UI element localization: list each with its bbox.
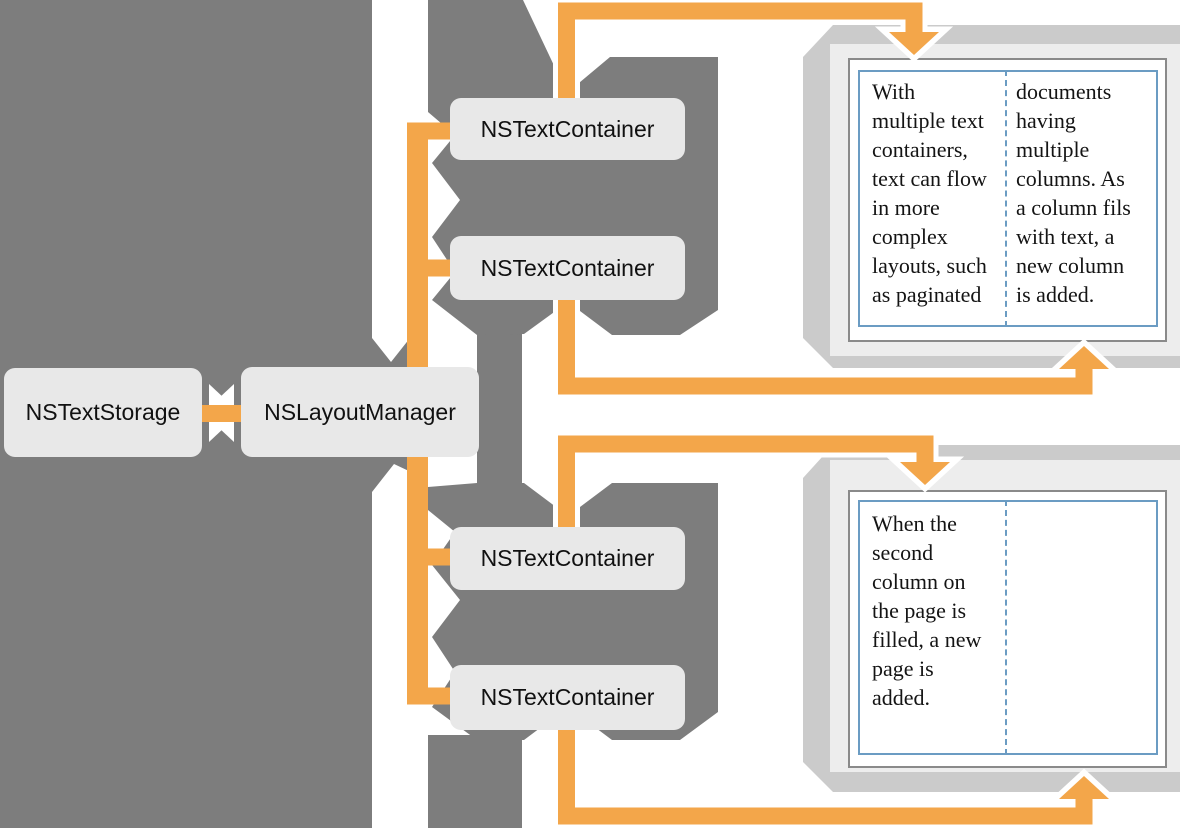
- node-label: NSTextContainer: [480, 254, 655, 281]
- flow-arrow-page-to-container2: [558, 298, 1093, 395]
- arrow-up-icon: [1059, 776, 1109, 799]
- flow-arrow-container3-to-page: [558, 435, 934, 529]
- flow-arrow-page-to-container4: [558, 728, 1093, 825]
- node-nstextcontainer-1: NSTextContainer: [450, 98, 685, 160]
- flow-arrow-casing: [553, 728, 1098, 828]
- arrow-down-icon: [889, 32, 939, 55]
- page-column-text: With multiple text containers, text can …: [872, 79, 987, 307]
- page-column-text: When the second column on the page is fi…: [872, 511, 982, 710]
- bidirectional-arrow-icon: [200, 384, 243, 442]
- node-label: NSTextContainer: [480, 115, 655, 142]
- node-label: NSTextContainer: [480, 545, 655, 571]
- page-outline: [848, 490, 1167, 768]
- arrow-up-icon: [1059, 346, 1109, 369]
- text-area-guide: [858, 500, 1158, 755]
- layout-to-container-connectors: [407, 122, 452, 705]
- node-nstextstorage: NSTextStorage: [4, 368, 202, 457]
- node-nstextcontainer-3: NSTextContainer: [450, 527, 685, 590]
- flow-arrow-container1-to-page: [558, 2, 923, 100]
- column-divider: [1005, 500, 1007, 755]
- text-area-guide: [858, 70, 1158, 327]
- flow-arrow-casing: [553, 430, 939, 529]
- page-preview-bottom: When the second column on the page is fi…: [803, 445, 1180, 792]
- column-divider: [1005, 70, 1007, 327]
- node-label: NSLayoutManager: [264, 398, 456, 425]
- text-flow-strip-middle: [477, 300, 522, 530]
- page-outline: [848, 58, 1167, 342]
- node-nstextcontainer-2: NSTextContainer: [450, 236, 685, 300]
- flow-arrow-casing: [553, 0, 928, 100]
- text-flow-strip-bottom: [428, 735, 522, 828]
- node-nslayoutmanager: NSLayoutManager: [241, 367, 479, 457]
- flow-arrow-casing: [553, 298, 1098, 400]
- page-preview-top: With multiple text containers, text can …: [803, 25, 1180, 368]
- arrow-down-icon: [900, 462, 950, 485]
- node-label: NSTextStorage: [25, 399, 181, 425]
- node-label: NSTextContainer: [480, 684, 655, 710]
- page-column-text: documents having multiple columns. As a …: [1016, 79, 1131, 307]
- node-nstextcontainer-4: NSTextContainer: [450, 665, 685, 730]
